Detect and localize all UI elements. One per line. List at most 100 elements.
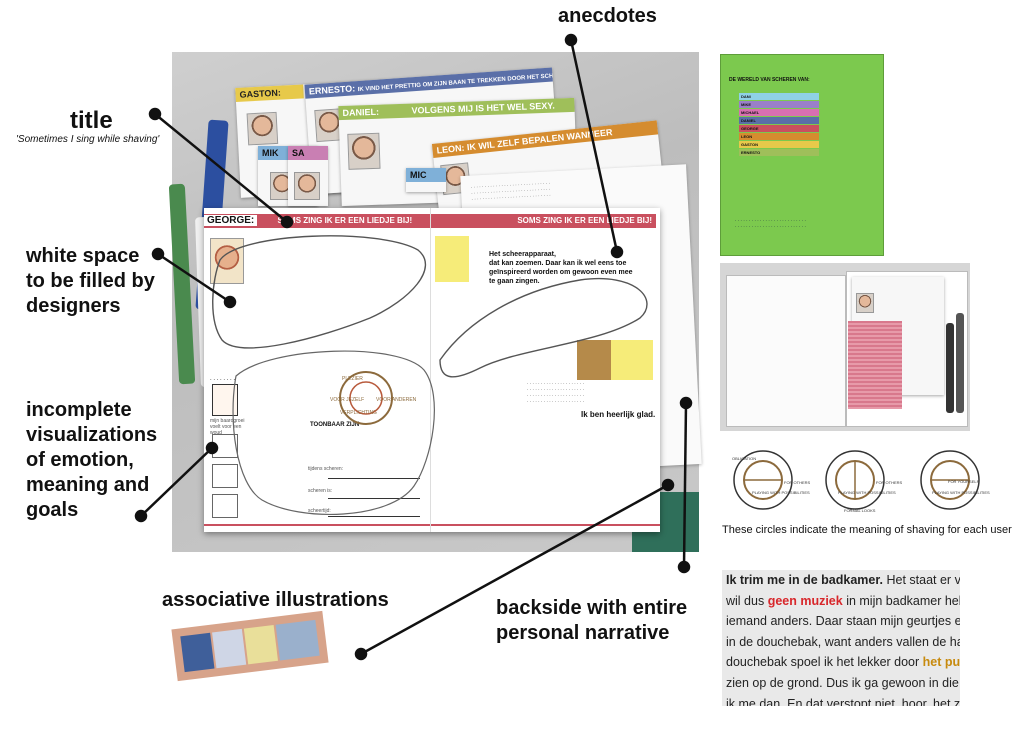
circle-label: PLEZIER bbox=[342, 376, 363, 382]
narrative-segment: wil dus bbox=[726, 593, 768, 608]
label-backside: backside with entire personal narrative bbox=[496, 596, 687, 646]
user-circle-2 bbox=[825, 450, 885, 510]
narrative-line: douchebak spoel ik het lekker door het p… bbox=[722, 652, 960, 673]
label-line: of emotion, bbox=[26, 449, 134, 471]
label-title: title bbox=[70, 107, 113, 134]
page-header: SOMS ZING IK ER EEN LIEDJE BIJ! bbox=[431, 214, 656, 228]
anecdote-line: Het scheerapparaat, bbox=[489, 251, 556, 258]
circle-label: VERPLICHTING bbox=[340, 410, 377, 416]
scale-line bbox=[328, 498, 420, 499]
label-line: white space bbox=[26, 245, 140, 267]
narrative-segment: in de douchebak, want anders vallen de h… bbox=[726, 634, 960, 649]
name-stripe: MICHAEL bbox=[739, 109, 819, 116]
empty-frame-2 bbox=[212, 464, 238, 488]
anecdote-line: geïnspireerd worden om gewoon even mee bbox=[489, 269, 633, 276]
card-mic: MIC bbox=[406, 168, 446, 192]
circle-label: PLAYING WITH POSSIBILITIES bbox=[838, 490, 896, 495]
scale-label: scheertijd: bbox=[308, 508, 331, 514]
narrative-segment: iemand anders. Daar staan mijn geurtjes … bbox=[726, 614, 960, 629]
callout-lines bbox=[134, 33, 693, 661]
label-line: visualizations bbox=[26, 424, 158, 446]
narrative-line: iemand anders. Daar staan mijn geurtjes … bbox=[722, 611, 960, 632]
right-page: SOMS ZING IK ER EEN LIEDJE BIJ! Het sche… bbox=[431, 208, 660, 532]
scale-line bbox=[328, 516, 420, 517]
empty-frame-3 bbox=[212, 494, 238, 518]
narrative-line: in de douchebak, want anders vallen de h… bbox=[722, 632, 960, 653]
card-name: MIC bbox=[406, 168, 446, 182]
white-space-blob bbox=[212, 235, 426, 349]
scale-label: tijdens scheren: bbox=[308, 466, 344, 472]
label-associative: associative illustrations bbox=[162, 589, 389, 611]
narrative-segment: Ik trim me in de badkamer. bbox=[726, 573, 887, 587]
label-line: personal narrative bbox=[496, 622, 670, 644]
label-line: to be filled by bbox=[26, 270, 155, 292]
user-circle-1 bbox=[733, 450, 793, 510]
name-stripe: ERNESTO bbox=[739, 149, 819, 156]
circle-label: VOOR ANDEREN bbox=[376, 397, 417, 403]
label-line: goals bbox=[26, 499, 79, 521]
card-name: MIK bbox=[258, 146, 292, 160]
booklet-spread: GEORGE: SOMS ZING IK ER EEN LIEDJE BIJ! … bbox=[204, 208, 660, 532]
user-circle-3 bbox=[920, 450, 980, 510]
circle-label: PLAYING WITH POSSIBILITIES bbox=[932, 490, 990, 495]
header-text: SOMS ZING IK ER EEN LIEDJE BIJ! bbox=[517, 216, 652, 225]
name-stripe: DANIEL bbox=[739, 117, 819, 124]
box-lid bbox=[726, 275, 846, 427]
anecdote: Het scheerapparaat, dat kan zoemen. Daar… bbox=[489, 250, 633, 286]
narrative-line: ik me dan. En dat verstopt niet, hoor, h… bbox=[722, 694, 960, 706]
anecdote-line: te gaan zingen. bbox=[489, 278, 540, 285]
name-stripe: DANI bbox=[739, 93, 819, 100]
page-footer-line bbox=[431, 524, 660, 526]
header-text: SOMS ZING IK ER EEN LIEDJE BIJ! bbox=[277, 216, 413, 225]
label-line: designers bbox=[26, 295, 121, 317]
name-stripe: MIKE bbox=[739, 101, 819, 108]
circles-caption: These circles indicate the meaning of sh… bbox=[722, 524, 1012, 536]
narrative-segment: in mijn badkamer hebben bbox=[846, 593, 960, 608]
illus-caption: . . . . . . . . bbox=[210, 376, 236, 382]
narrative-line: Ik trim me in de badkamer. Het staat er … bbox=[722, 570, 960, 591]
page-header: GEORGE: SOMS ZING IK ER EEN LIEDJE BIJ! bbox=[204, 214, 430, 228]
label-white-space: white space to be filled by designers bbox=[26, 244, 155, 319]
narrative-segment: geen muziek bbox=[767, 593, 843, 608]
narrative-segment: zien op de grond. Dus ik ga gewoon in di… bbox=[726, 675, 960, 690]
meaning-circle bbox=[339, 371, 393, 425]
page-footer-line bbox=[204, 524, 430, 526]
label-anecdotes: anecdotes bbox=[558, 5, 657, 27]
marker-in-box bbox=[956, 313, 964, 413]
card-sa: SA bbox=[288, 146, 328, 206]
circle-label: VOOR JEZELF bbox=[330, 397, 364, 403]
person-name: GEORGE: bbox=[204, 215, 258, 226]
scale-line bbox=[328, 478, 420, 479]
label-line: meaning and bbox=[26, 474, 150, 496]
box-caption: . . . . . . . . . . . . . . . . . . . . … bbox=[735, 217, 806, 229]
photo-postit bbox=[577, 340, 653, 380]
narrative-line: wil dus geen muziek in mijn badkamer heb… bbox=[722, 591, 960, 612]
scale-label: scheren is: bbox=[308, 488, 333, 494]
avatar bbox=[294, 172, 320, 200]
avatar bbox=[856, 293, 874, 313]
postit-illustration bbox=[435, 236, 469, 282]
name-stripe: GASTON bbox=[739, 141, 819, 148]
show-label: TOONBAAR ZIJN bbox=[310, 422, 360, 428]
narrative-text-crop: Ik trim me in de badkamer. Het staat er … bbox=[722, 570, 960, 706]
narrative-segment: het putje bbox=[922, 655, 960, 670]
narrative-end: Ik ben heerlijk glad. bbox=[581, 410, 656, 419]
left-page: GEORGE: SOMS ZING IK ER EEN LIEDJE BIJ! … bbox=[204, 208, 431, 532]
circle-label: PLAYING WITH POSSIBILITIES bbox=[752, 490, 810, 495]
name-stripe: LEON bbox=[739, 133, 819, 140]
white-space-blob bbox=[439, 277, 648, 378]
circle-label: FOR YOURSELF bbox=[948, 479, 980, 484]
open-box-photo bbox=[720, 263, 970, 431]
pink-towel bbox=[848, 321, 902, 409]
name-stripe: GEORGE bbox=[739, 125, 819, 132]
narrative-line: zien op de grond. Dus ik ga gewoon in di… bbox=[722, 673, 960, 694]
card-name: SA bbox=[288, 146, 328, 160]
narrative-excerpt: . . . . . . . . . . . . . . . . . . . . … bbox=[527, 380, 584, 404]
label-line: backside with entire bbox=[496, 597, 688, 619]
circle-label: OBLIGATION bbox=[732, 456, 756, 461]
box-title: DE WERELD VAN SCHEREN VAN: bbox=[729, 77, 810, 83]
white-space-blob bbox=[232, 350, 435, 516]
